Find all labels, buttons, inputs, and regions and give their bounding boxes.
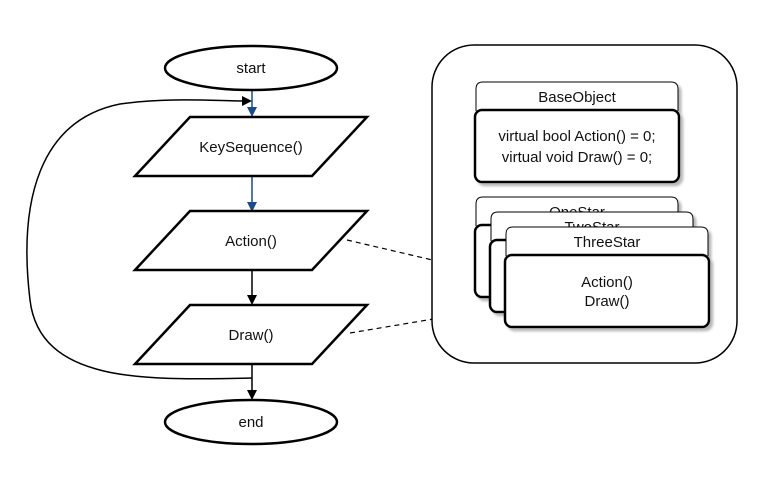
baseobject-name: BaseObject bbox=[538, 89, 616, 106]
threestar-method-action: Action() bbox=[581, 274, 633, 291]
threestar-header bbox=[505, 226, 709, 256]
action-process bbox=[132, 209, 370, 272]
threestar-name: ThreeStar bbox=[574, 234, 641, 251]
end-label: end bbox=[238, 414, 263, 431]
baseobject-body bbox=[473, 108, 681, 184]
loop-back-arrow bbox=[26, 95, 253, 380]
baseobject-class bbox=[473, 81, 681, 184]
draw-label: Draw() bbox=[229, 327, 274, 344]
keysequence-label: KeySequence() bbox=[199, 139, 302, 156]
threestar-body bbox=[503, 253, 711, 329]
start-terminal bbox=[163, 44, 339, 92]
action-label: Action() bbox=[225, 233, 277, 250]
baseobject-method-action: virtual bool Action() = 0; bbox=[498, 128, 655, 145]
baseobject-header bbox=[475, 81, 679, 111]
baseobject-method-draw: virtual void Draw() = 0; bbox=[502, 149, 652, 166]
threestar-class bbox=[503, 226, 711, 329]
draw-process bbox=[132, 303, 370, 366]
threestar-method-draw: Draw() bbox=[585, 293, 630, 310]
start-label: start bbox=[236, 60, 266, 77]
keysequence-process bbox=[132, 115, 370, 178]
end-terminal bbox=[163, 398, 339, 446]
